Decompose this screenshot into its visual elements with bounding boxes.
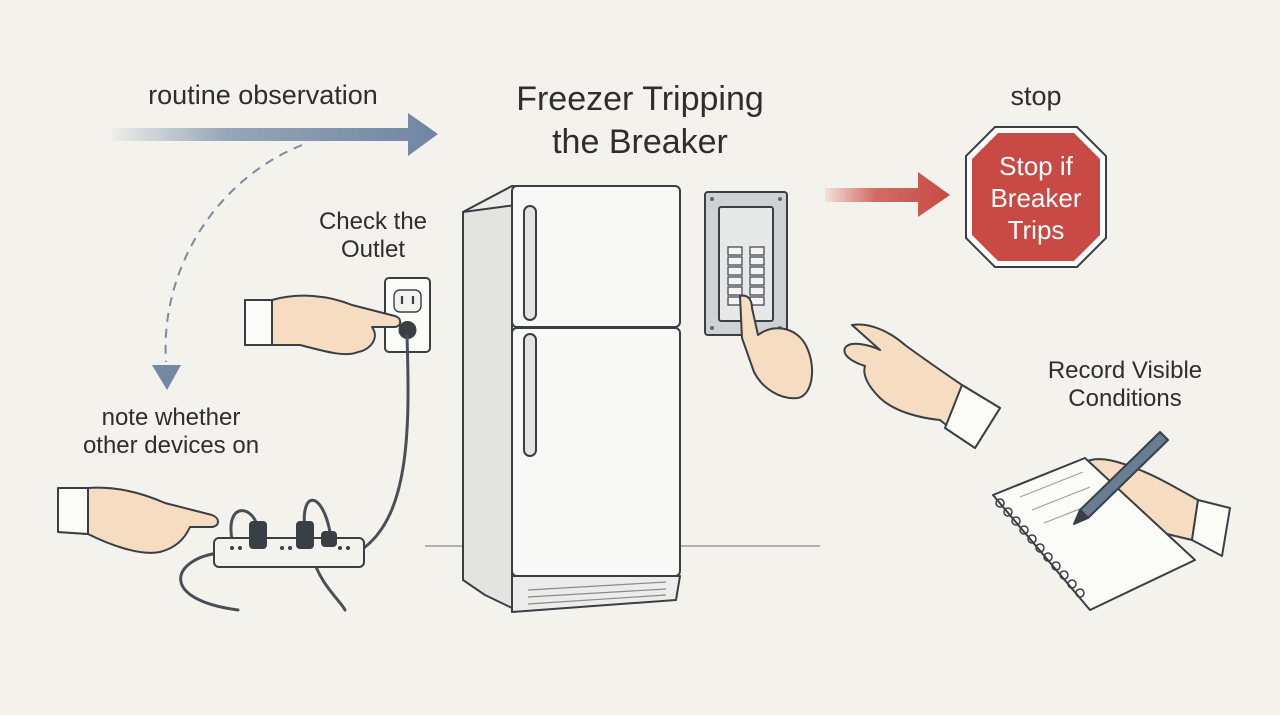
blue-arrow-icon — [112, 113, 438, 156]
record-conditions-line-2: Conditions — [1068, 385, 1182, 413]
stop-sign-line-1: Stop if — [999, 151, 1073, 181]
note-devices-line-2: other devices on — [82, 432, 260, 460]
note-devices-line-1: note whether — [101, 404, 241, 431]
refrigerator-icon — [462, 185, 681, 613]
check-outlet-line-1: Check the — [318, 208, 428, 235]
stop-label: stop — [1010, 81, 1062, 111]
title-line-1: Freezer Tripping — [516, 80, 764, 118]
pen-icon — [1073, 431, 1169, 525]
stop-sign-text: Stop if Breaker Trips — [966, 150, 1106, 247]
hand-icon — [57, 294, 1231, 557]
record-conditions-label: Record Visible Conditions — [1010, 357, 1240, 414]
record-conditions-line-1: Record Visible — [1047, 357, 1203, 384]
routine-observation-label: routine observation — [148, 80, 378, 110]
stop-sign-line-3: Trips — [1007, 215, 1065, 246]
diagram-title: Freezer Tripping the Breaker — [480, 78, 800, 163]
dashed-curve-arrow-icon — [152, 144, 303, 390]
check-outlet-label: Check the Outlet — [298, 208, 448, 265]
notebook-icon — [992, 457, 1196, 611]
title-line-2: the Breaker — [552, 122, 728, 161]
stop-sign-icon — [965, 126, 1107, 268]
check-outlet-line-2: Outlet — [340, 236, 406, 264]
breaker-panel-icon — [704, 191, 788, 336]
stop-sign-line-2: Breaker — [990, 183, 1082, 214]
power-strip-icon — [213, 521, 365, 568]
red-arrow-icon — [825, 172, 950, 217]
power-cords — [179, 334, 410, 612]
note-devices-label: note whether other devices on — [56, 404, 286, 461]
